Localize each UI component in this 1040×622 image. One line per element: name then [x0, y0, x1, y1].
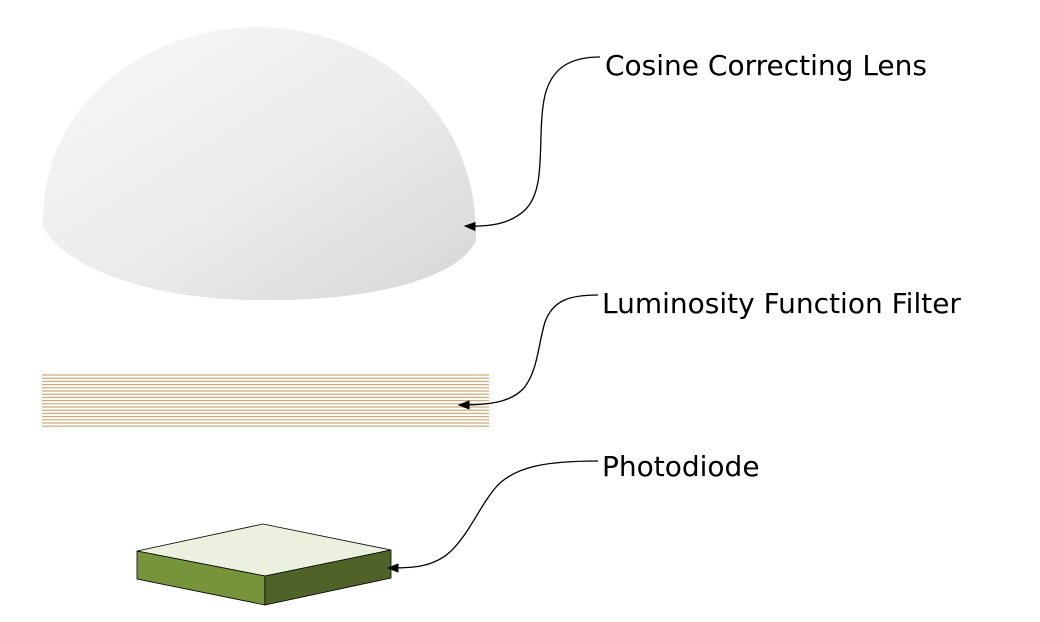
cosine-correcting-lens	[42, 27, 477, 301]
photodiode-block	[136, 523, 392, 606]
photodiode-leader-arrow	[386, 460, 599, 573]
lens-label: Cosine Correcting Lens	[605, 49, 927, 82]
photodiode-label: Photodiode	[602, 450, 760, 483]
filter-label: Luminosity Function Filter	[602, 287, 961, 320]
lens-leader-arrow	[463, 56, 601, 232]
filter-leader-arrow	[457, 294, 599, 410]
luminosity-function-filter	[42, 374, 489, 428]
photodiode-side-face	[264, 549, 392, 606]
